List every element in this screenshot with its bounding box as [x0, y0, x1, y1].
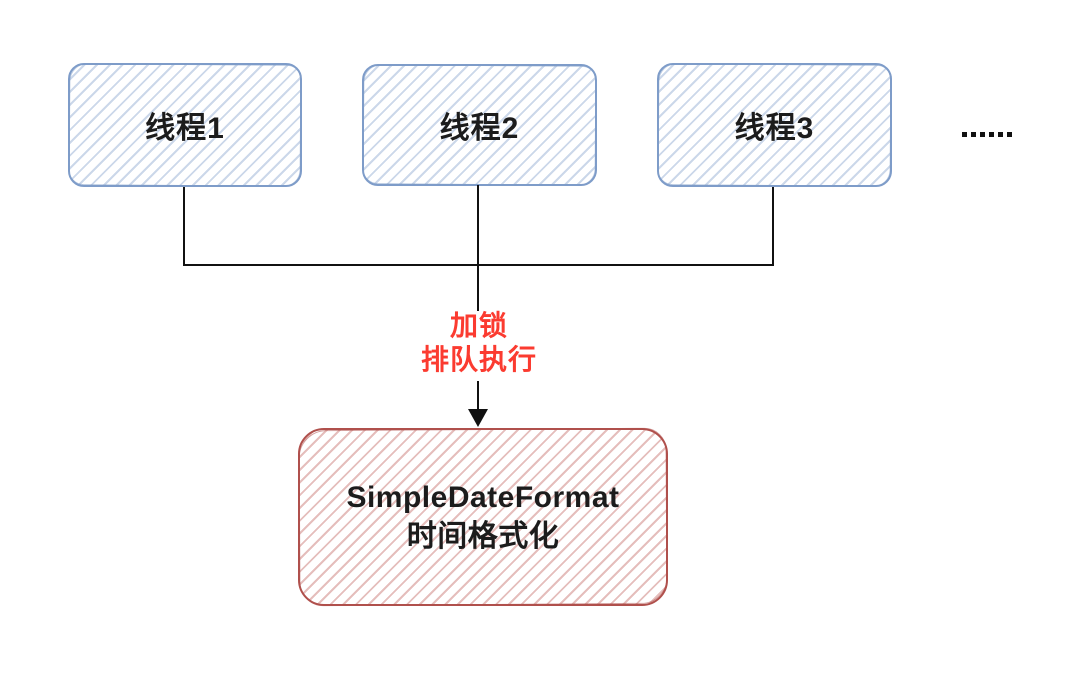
- ellipsis-dots: [962, 132, 1012, 137]
- ellipsis-dot: [998, 132, 1003, 137]
- thread-box-2-label: 线程2: [439, 112, 520, 145]
- down-arrow-icon: [468, 409, 488, 427]
- ellipsis-dot: [962, 132, 967, 137]
- thread-box-1: 线程1: [68, 63, 302, 187]
- down-arrow-shaft: [477, 381, 479, 411]
- thread-box-2: 线程2: [362, 64, 597, 186]
- connector-vertical-line-1: [183, 187, 185, 265]
- simpledateformat-box: SimpleDateFormat 时间格式化: [298, 428, 668, 606]
- ellipsis-dot: [971, 132, 976, 137]
- result-box-line-1: SimpleDateFormat: [346, 481, 620, 514]
- lock-annotation-line-1: 加锁: [449, 310, 508, 341]
- thread-box-1-label: 线程1: [145, 112, 225, 145]
- thread-box-3-label: 线程3: [734, 112, 815, 145]
- connector-vertical-line-3: [772, 187, 774, 265]
- thread-box-3: 线程3: [657, 63, 892, 187]
- ellipsis-dot: [989, 132, 994, 137]
- result-box-line-2: 时间格式化: [406, 520, 560, 553]
- ellipsis-dot: [980, 132, 985, 137]
- connector-middle-line: [477, 264, 479, 311]
- connector-vertical-line-2: [477, 185, 479, 265]
- lock-annotation-line-2: 排队执行: [420, 344, 537, 375]
- ellipsis-dot: [1007, 132, 1012, 137]
- lock-annotation: 加锁 排队执行: [369, 309, 589, 377]
